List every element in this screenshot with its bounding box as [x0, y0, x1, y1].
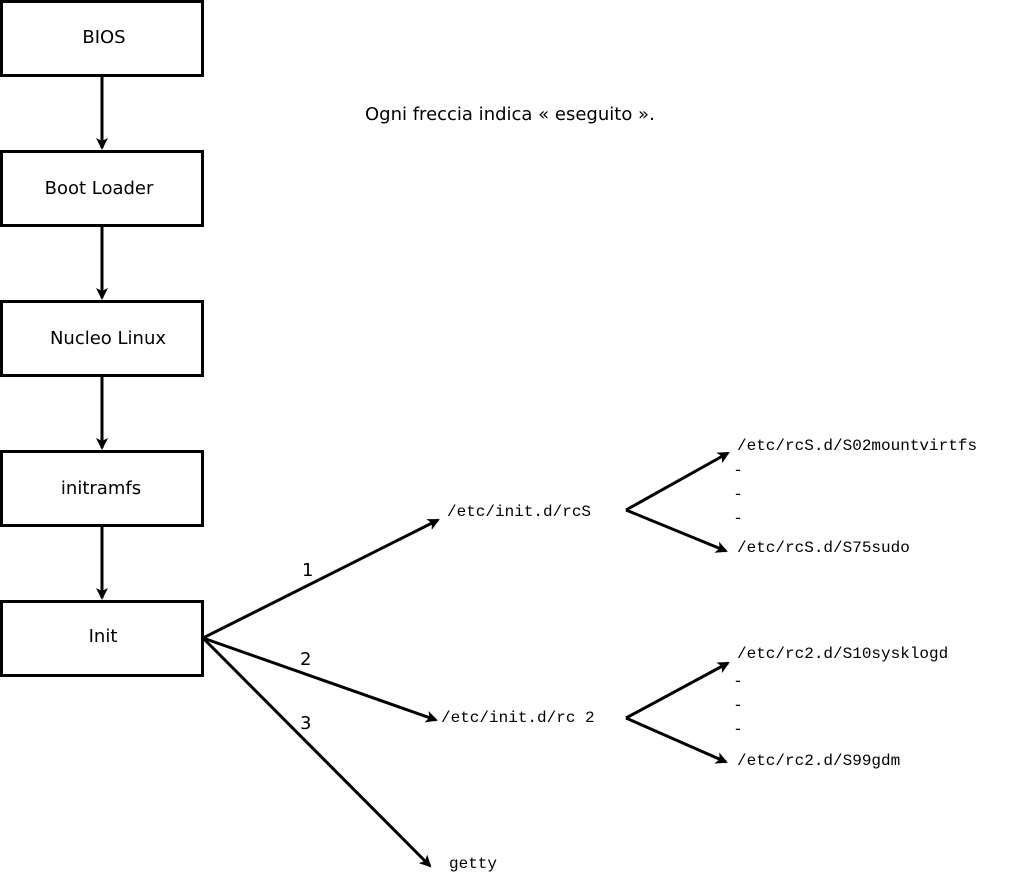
- rcS-dot-3: -: [735, 508, 741, 527]
- branch-2-number: 2: [300, 649, 311, 670]
- rcS-dot-1: -: [735, 460, 741, 479]
- legend-note: Ogni freccia indica « eseguito ».: [365, 104, 655, 125]
- arrow-branch-3: [201, 636, 432, 868]
- rc2-script-first: /etc/rc2.d/S10sysklogd: [737, 645, 948, 663]
- kernel-label: Nucleo Linux: [50, 328, 166, 349]
- rc2-dot-3: -: [735, 719, 741, 738]
- getty-target: getty: [449, 855, 497, 873]
- branch-1-number: 1: [302, 560, 313, 581]
- arrow-branch-2: [202, 636, 438, 723]
- arrow-rc2-to-first: [625, 661, 730, 720]
- branch-3-number: 3: [300, 713, 311, 734]
- init-label: Init: [89, 626, 118, 647]
- kernel-box: Nucleo Linux: [0, 300, 204, 377]
- arrow-rcS-to-last: [625, 508, 728, 553]
- arrow-rc2-to-last: [625, 716, 728, 764]
- bios-box: BIOS: [0, 0, 204, 77]
- rc2-script-last: /etc/rc2.d/S99gdm: [737, 752, 900, 770]
- boot-loader-box: Boot Loader: [0, 150, 204, 227]
- rc2-dot-1: -: [735, 671, 741, 690]
- boot-loader-label: Boot Loader: [45, 178, 154, 199]
- initramfs-box: initramfs: [0, 450, 204, 527]
- bios-label: BIOS: [82, 27, 125, 48]
- arrow-branch-1: [202, 518, 440, 640]
- init-box: Init: [0, 600, 204, 677]
- rc2-target: /etc/init.d/rc 2: [441, 709, 595, 727]
- rcS-script-last: /etc/rcS.d/S75sudo: [737, 539, 910, 557]
- rc2-dot-2: -: [735, 695, 741, 714]
- rcS-target: /etc/init.d/rcS: [447, 503, 591, 521]
- rcS-script-first: /etc/rcS.d/S02mountvirtfs: [737, 437, 977, 455]
- initramfs-label: initramfs: [61, 478, 141, 499]
- rcS-dot-2: -: [735, 484, 741, 503]
- arrow-rcS-to-first: [625, 451, 730, 512]
